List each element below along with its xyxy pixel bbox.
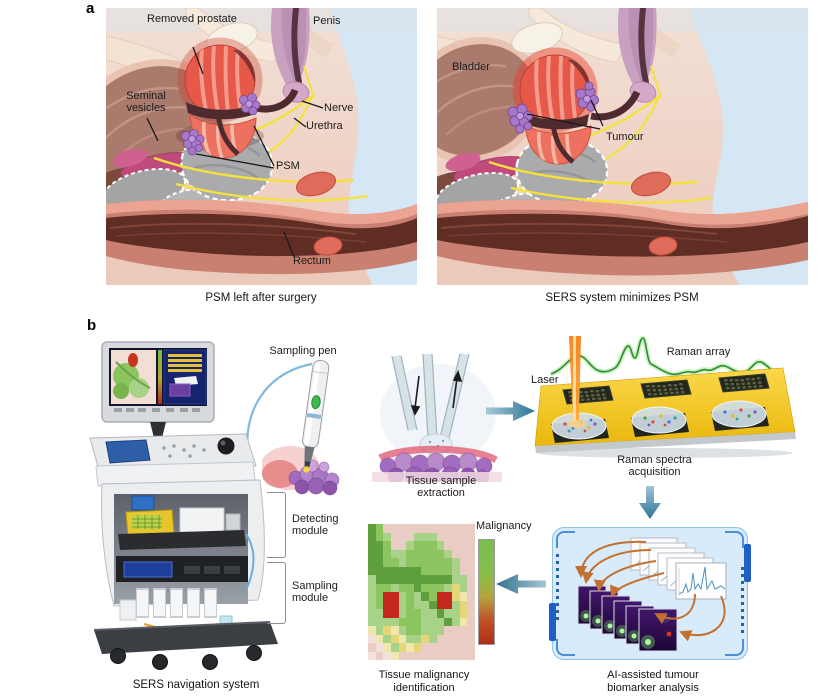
anatomy-right-illustration <box>437 8 808 285</box>
label-raman-spectra-acquisition: Raman spectra acquisition <box>617 454 692 479</box>
leader-lines <box>526 99 604 130</box>
sampling-pen-illustration <box>262 359 340 496</box>
label-psm: PSM <box>276 160 300 172</box>
anatomy-left-illustration <box>106 8 417 285</box>
label-tumour: Tumour <box>606 131 644 143</box>
sampling-module-bracket <box>267 562 286 624</box>
hud-corner-icon <box>725 531 744 548</box>
tissue-extraction-illustration <box>372 352 502 482</box>
tumour-cluster-left <box>181 129 205 156</box>
stitch-marks <box>741 567 744 633</box>
accent-bar <box>744 544 751 582</box>
arrow-right-icon <box>486 401 535 421</box>
label-nerve: Nerve <box>324 102 354 114</box>
tumour-cluster-right <box>575 81 600 112</box>
tissue-map <box>368 524 475 660</box>
label-bladder: Bladder <box>452 61 490 73</box>
label-rectum: Rectum <box>293 255 331 267</box>
panel-a-tag: a <box>86 0 95 17</box>
label-laser: Laser <box>531 374 559 386</box>
raman-array-illustration <box>534 336 796 458</box>
caption-right-panel: SERS system minimizes PSM <box>545 292 699 304</box>
cart-body <box>101 479 265 632</box>
tumour-cluster-left <box>507 103 534 134</box>
label-detecting-module: Detecting module <box>292 513 339 538</box>
hud-corner-icon <box>556 639 575 656</box>
mapping-arrows <box>575 540 726 642</box>
detecting-module-bracket <box>267 492 286 558</box>
label-sampling-module: Sampling module <box>292 580 338 605</box>
label-tissue-sample-extraction: Tissue sample extraction <box>405 475 477 500</box>
label-penis: Penis <box>313 15 341 27</box>
label-sampling-pen: Sampling pen <box>269 345 337 357</box>
malignancy-colorbar <box>478 539 495 645</box>
heatmap-card-stack <box>577 585 678 652</box>
label-malignancy: Malignancy <box>476 520 532 532</box>
label-raman-array: Raman array <box>666 346 731 358</box>
label-urethra: Urethra <box>306 120 343 132</box>
ai-analysis-content <box>575 537 727 652</box>
pen-body <box>302 359 330 473</box>
label-removed-prostate: Removed prostate <box>147 13 237 25</box>
hud-corner-icon <box>556 531 575 548</box>
arrow-down-icon <box>639 486 661 519</box>
cart-base <box>93 621 278 670</box>
tumour-cluster-right <box>239 93 261 116</box>
arrow-left-icon <box>496 574 546 594</box>
panel-b-tag: b <box>87 317 97 334</box>
label-seminal-vesicles: Seminal vesicles <box>126 90 166 115</box>
caption-left-panel: PSM left after surgery <box>205 292 317 304</box>
hud-corner-icon <box>725 639 744 656</box>
caption-ai-analysis: AI-assisted tumour biomarker analysis <box>607 669 699 694</box>
accent-bar <box>549 603 556 641</box>
sers-cart-illustration <box>89 341 278 670</box>
laser-beam <box>568 336 586 428</box>
ai-analysis-box <box>549 527 751 660</box>
leader-lines <box>146 46 324 258</box>
stitch-marks <box>556 554 559 620</box>
caption-tissue-malignancy-identification: Tissue malignancy identification <box>378 669 470 694</box>
spectra-card-stack <box>630 537 727 600</box>
cart-monitor <box>101 341 215 423</box>
caption-sers-navigation-system: SERS navigation system <box>132 679 260 691</box>
